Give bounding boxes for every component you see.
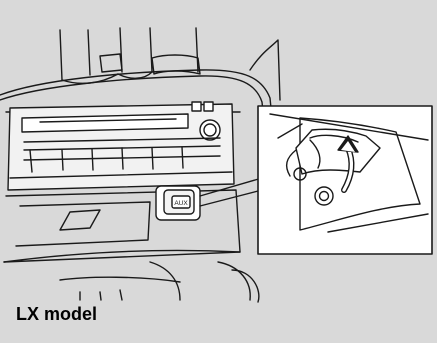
radio-head-unit: [8, 102, 234, 190]
aux-jack-label: AUX: [174, 200, 188, 207]
figure-caption: LX model: [16, 303, 97, 325]
lower-console: [4, 190, 259, 302]
aux-callout-panel: [258, 106, 432, 254]
